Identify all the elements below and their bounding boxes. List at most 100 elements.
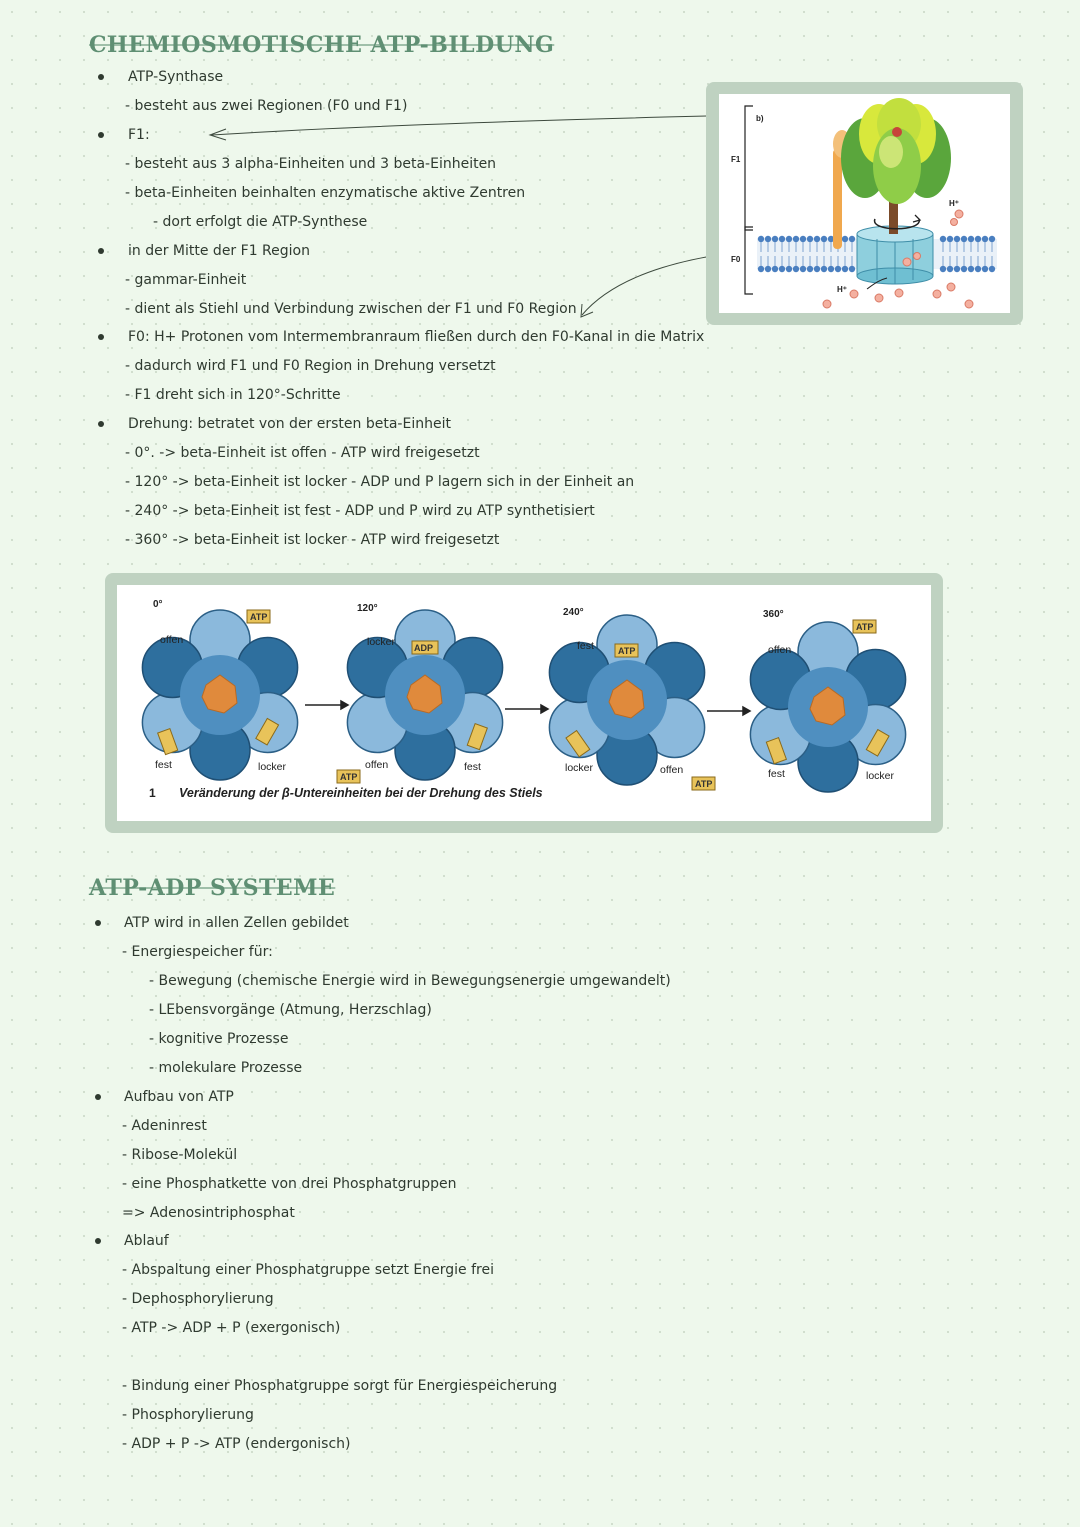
lipid-head [792,235,800,243]
hplus-label-bottom: H⁺ [837,285,847,294]
angle-360: 360° [763,609,784,620]
lipid-head [778,235,786,243]
angle-240: 240° [563,607,584,618]
beta-rotation-figure: 0° 120° 240° 360° offen fest locker ATP … [117,585,931,821]
atp-tag: ATP [618,646,635,656]
text-line: - besteht aus 3 alpha-Einheiten und 3 be… [125,156,497,172]
f0-rotor-ring [856,225,934,285]
bullet [95,1238,101,1244]
state-label: fest [155,759,172,771]
lipid-head [946,235,954,243]
text-line: - Phosphorylierung [122,1407,254,1423]
state-label: locker [258,761,287,773]
label-f0: F0 [731,255,741,264]
text-line: - ATP -> ADP + P (exergonisch) [122,1320,341,1336]
text-line: - LEbensvorgänge (Atmung, Herzschlag) [149,1002,432,1018]
angle-0: 0° [153,599,163,610]
bracket-f0 [744,226,753,295]
atp-tag: ATP [856,622,873,632]
lipid-head [988,235,996,243]
text-line: - Energiespeicher für: [122,944,273,960]
state-label: offen [660,764,683,776]
rotation-arrow [874,218,920,230]
lipid-head [785,235,793,243]
text-line: - 360° -> beta-Einheit ist locker - ATP … [125,532,500,548]
bracket-f1 [744,105,753,231]
adp-tag: ADP [414,643,433,653]
text-line: - Ribose-Molekül [122,1147,238,1163]
lipid-head [820,265,828,273]
beta-rotation-figure-frame: 0° 120° 240° 360° offen fest locker ATP … [105,573,943,833]
text-line: - beta-Einheiten beinhalten enzymatische… [125,185,526,201]
state-label: offen [160,634,183,646]
figure-panel-label: b) [756,114,764,123]
lipid-head [988,265,996,273]
lipid-head [939,235,947,243]
lipid-head [806,235,814,243]
lipid-head [953,265,961,273]
lipid-head [778,265,786,273]
peripheral-stalk [833,149,842,249]
state-label: fest [577,640,594,652]
lipid-head [757,235,765,243]
lipid-head [813,235,821,243]
bullet [98,248,104,254]
lipid-head [771,235,779,243]
state-label: offen [365,759,388,771]
central-stalk [889,194,898,234]
lipid-head [792,265,800,273]
lipid-head [841,235,849,243]
section-title-atp-adp: ATP-ADP SYSTEME [89,875,336,901]
lipid-head [799,265,807,273]
bullet [98,334,104,340]
state-label: fest [464,761,481,773]
text-line: - ADP + P -> ATP (endergonisch) [122,1436,351,1452]
text-line: F1: [128,127,150,143]
atp-tag: ATP [695,779,712,789]
lipid-head [848,265,856,273]
lipid-head [981,265,989,273]
lipid-head [764,235,772,243]
lipid-head [827,235,835,243]
lipid-head [834,265,842,273]
text-line: - 120° -> beta-Einheit ist locker - ADP … [125,474,635,490]
text-line: - kognitive Prozesse [149,1031,289,1047]
text-line: ATP wird in allen Zellen gebildet [124,915,349,931]
lipid-head [806,265,814,273]
atp-synthase-figure: b) F1 F0 [719,94,1010,313]
lipid-head [946,265,954,273]
atp-tag: ATP [250,612,267,622]
text-line: - Bindung einer Phosphatgruppe sorgt für… [122,1378,558,1394]
lipid-head [764,265,772,273]
lipid-head [771,265,779,273]
transition-arrows [305,699,752,717]
state-label: locker [367,636,396,648]
lipid-head [939,265,947,273]
atp-synthase-figure-frame: b) F1 F0 [706,82,1023,325]
text-line: F0: H+ Protonen vom Intermembranraum fli… [128,329,705,345]
bullet [98,74,104,80]
text-line: - 240° -> beta-Einheit ist fest - ADP un… [125,503,595,519]
rosette-state-240 [548,614,706,786]
lipid-head [981,235,989,243]
text-line: - Adeninrest [122,1118,207,1134]
bullet [95,1094,101,1100]
text-line: - Abspaltung einer Phosphatgruppe setzt … [122,1262,494,1278]
lipid-head [827,265,835,273]
lipid-head [967,265,975,273]
bullet [98,421,104,427]
text-line: ATP-Synthase [128,69,224,85]
text-line: - Dephosphorylierung [122,1291,274,1307]
state-label: fest [768,768,785,780]
text-line: - Bewegung (chemische Energie wird in Be… [149,973,671,989]
lipid-head [820,235,828,243]
text-line: - F1 dreht sich in 120°-Schritte [125,387,341,403]
hplus-label-top: H⁺ [949,199,959,208]
bullet [95,920,101,926]
text-line: - dadurch wird F1 und F0 Region in Drehu… [125,358,496,374]
f1-head [841,98,951,204]
text-line: - besteht aus zwei Regionen (F0 und F1) [125,98,408,114]
state-label: locker [866,770,895,782]
lipid-head [848,235,856,243]
text-line: Aufbau von ATP [124,1089,234,1105]
